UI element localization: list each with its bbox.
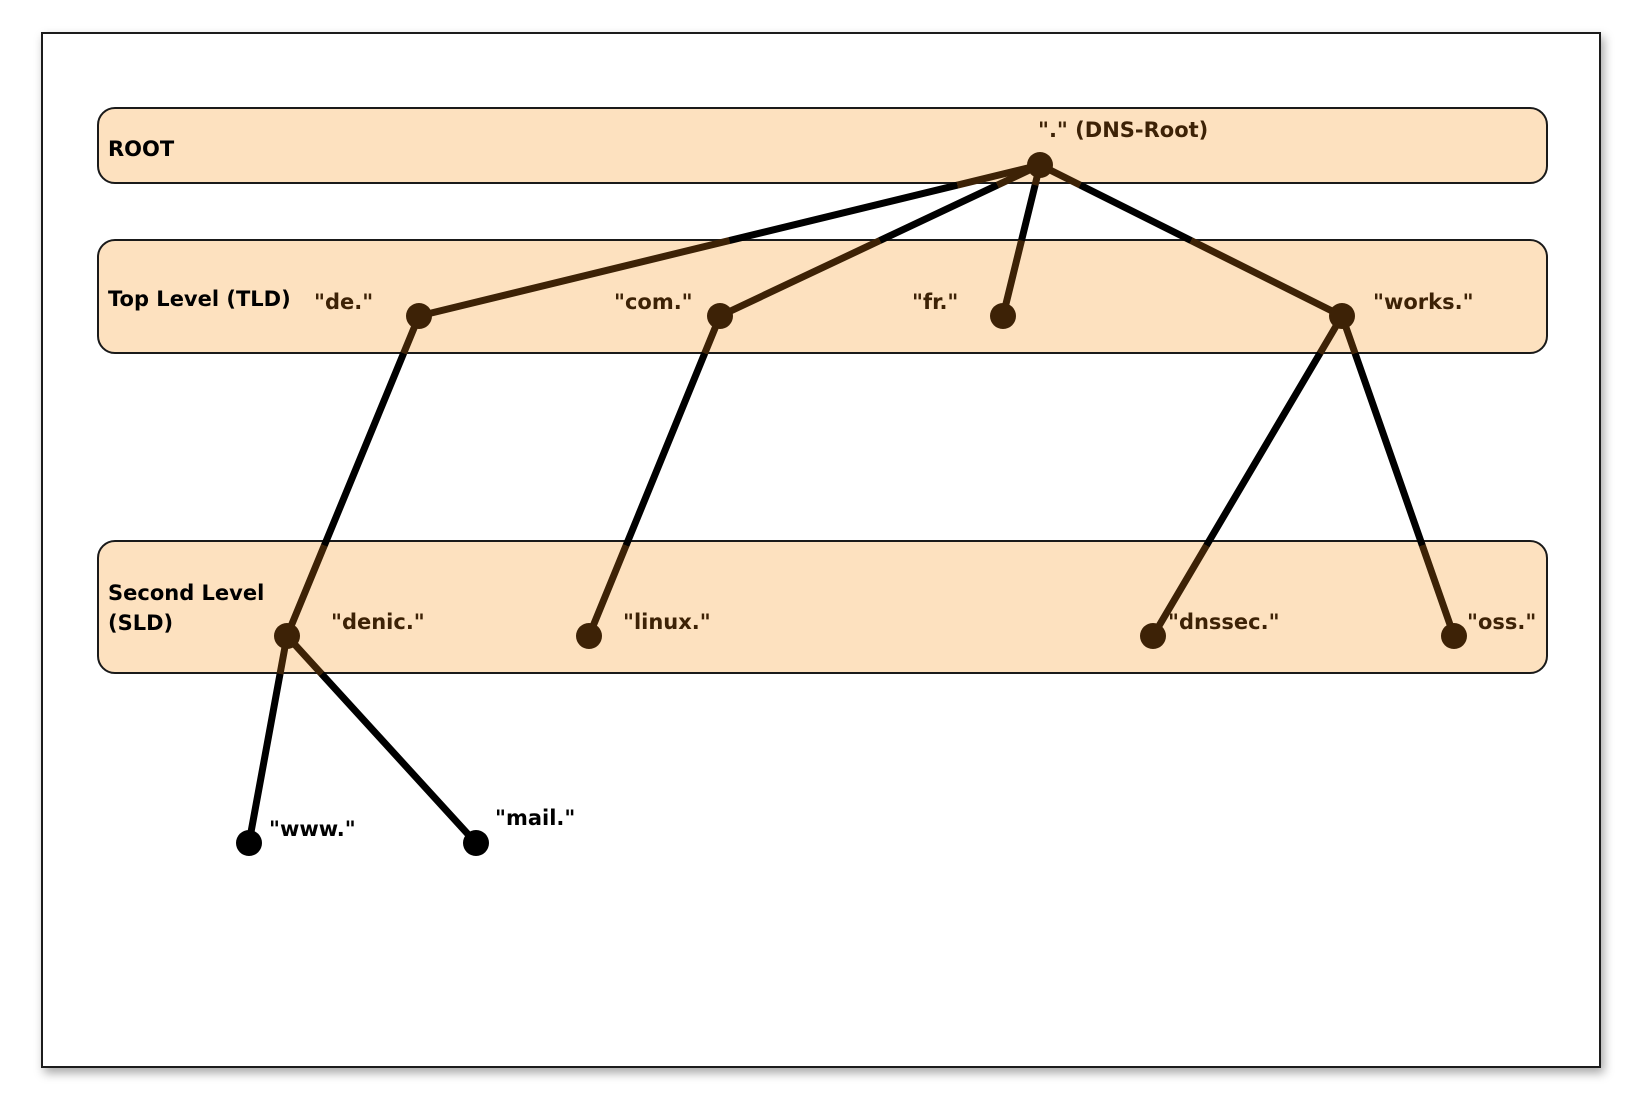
edge-works-to-oss <box>1338 312 1458 640</box>
labels-layer: "." (DNS-Root) "de." "com." "fr." "works." "d… <box>269 118 1536 841</box>
node-denic <box>274 623 300 649</box>
node-fr <box>990 303 1016 329</box>
band-root-label-line: ROOT <box>108 137 175 161</box>
band-tld-label: Top Level (TLD) <box>108 287 291 311</box>
node-works <box>1329 303 1355 329</box>
band-sld: Second Level (SLD) <box>97 540 1548 674</box>
node-label-fr: "fr." <box>912 290 958 314</box>
node-com <box>707 303 733 329</box>
node-label-works: "works." <box>1373 290 1474 314</box>
band-tld-box <box>97 239 1548 354</box>
band-sld-label-line-2: (SLD) <box>108 611 173 635</box>
edge-denic-to-mail <box>283 632 480 847</box>
node-oss <box>1441 623 1467 649</box>
edge-de-to-denic <box>283 312 423 640</box>
node-root <box>1027 152 1053 178</box>
node-label-linux: "linux." <box>623 610 711 634</box>
node-dnssec <box>1140 623 1166 649</box>
edge-works-to-dnssec <box>1149 312 1346 640</box>
band-sld-label-line-1: Second Level <box>108 581 264 605</box>
edge-root-to-com <box>716 161 1044 320</box>
nodes-layer <box>236 152 1467 856</box>
node-label-de: "de." <box>314 290 373 314</box>
node-linux <box>576 623 602 649</box>
node-label-denic: "denic." <box>331 610 425 634</box>
node-de <box>406 303 432 329</box>
edges-layer <box>245 161 1458 847</box>
node-label-mail: "mail." <box>495 806 575 830</box>
node-label-dnssec: "dnssec." <box>1168 610 1280 634</box>
band-root-box <box>97 107 1548 184</box>
node-label-com: "com." <box>614 290 693 314</box>
band-sld-box <box>97 540 1548 674</box>
node-www <box>236 830 262 856</box>
edge-root-to-de <box>415 161 1044 320</box>
band-root: ROOT <box>97 107 1548 184</box>
edge-com-to-linux <box>585 312 724 640</box>
node-label-www: "www." <box>269 817 356 841</box>
edge-root-to-fr <box>999 161 1044 320</box>
band-tld-label-line: Top Level (TLD) <box>108 287 291 311</box>
band-sld-label: Second Level (SLD) <box>108 581 272 635</box>
edge-root-to-works <box>1036 161 1346 320</box>
node-label-root: "." (DNS-Root) <box>1038 118 1208 142</box>
edge-denic-to-www <box>245 632 291 847</box>
node-mail <box>463 830 489 856</box>
band-tld: Top Level (TLD) <box>97 239 1548 354</box>
band-root-label: ROOT <box>108 137 175 161</box>
node-label-oss: "oss." <box>1467 610 1536 634</box>
